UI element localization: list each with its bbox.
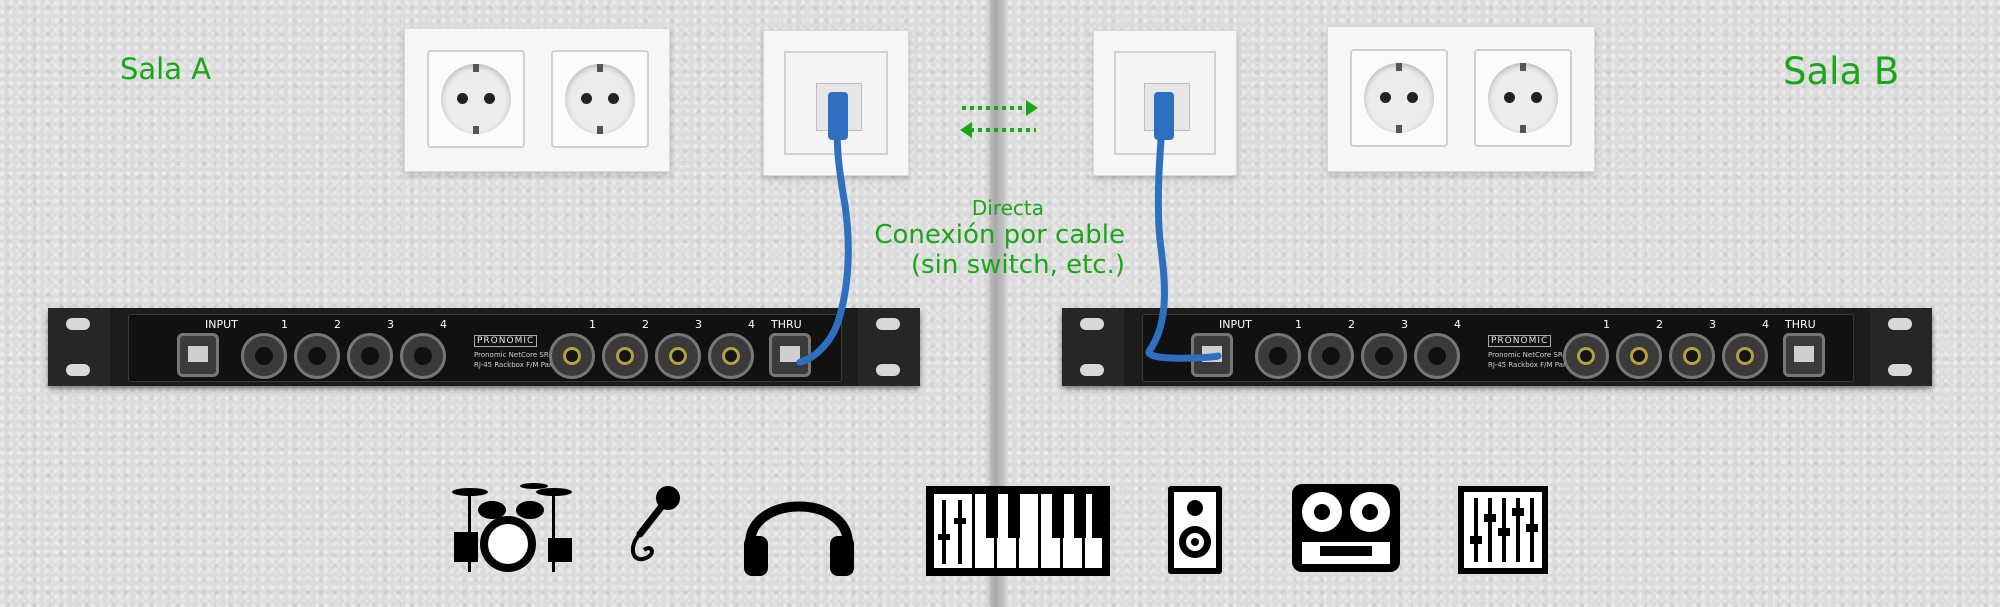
channel-number: 3 <box>695 318 702 331</box>
channel-number: 1 <box>1295 318 1302 331</box>
channel-number: 1 <box>281 318 288 331</box>
bidirectional-arrows-icon <box>960 100 1038 138</box>
xlr-female-4 <box>400 333 446 379</box>
mixer-icon <box>1458 486 1548 574</box>
xlr-female-2 <box>1308 333 1354 379</box>
model-line-1: Pronomic NetCore SR-2FM <box>474 351 566 359</box>
xlr-male-4 <box>708 333 754 379</box>
channel-number: 2 <box>1348 318 1355 331</box>
room-wall-divider <box>990 0 1004 607</box>
xlr-male-2 <box>1616 333 1662 379</box>
channel-number: 1 <box>589 318 596 331</box>
room-b-label: Sala B <box>1783 50 1900 93</box>
model-line-1: Pronomic NetCore SR-2FM <box>1488 351 1580 359</box>
brand-logo: PRONOMIC <box>1488 335 1552 347</box>
xlr-male-4 <box>1722 333 1768 379</box>
power-socket <box>1350 49 1448 147</box>
power-socket <box>427 50 525 148</box>
ethercon-thru-port <box>1783 333 1825 377</box>
xlr-male-1 <box>1563 333 1609 379</box>
channel-number: 4 <box>1762 318 1769 331</box>
microphone-icon <box>630 486 680 562</box>
xlr-male-2 <box>602 333 648 379</box>
xlr-female-2 <box>294 333 340 379</box>
xlr-male-1 <box>549 333 595 379</box>
channel-number: 3 <box>1709 318 1716 331</box>
drum-kit-icon <box>452 483 572 572</box>
channel-number: 4 <box>748 318 755 331</box>
keyboard-icon <box>926 486 1110 576</box>
channel-number: 1 <box>1603 318 1610 331</box>
input-label: INPUT <box>1219 318 1252 331</box>
power-socket <box>1474 49 1572 147</box>
xlr-female-1 <box>1255 333 1301 379</box>
brand-logo: PRONOMIC <box>474 335 538 347</box>
connection-annotation: Directa Conexión por cable (sin switch, … <box>840 196 1125 280</box>
xlr-male-3 <box>655 333 701 379</box>
network-wall-jack-a <box>763 30 909 176</box>
model-line-2: RJ-45 Rackbox F/M Parallel <box>474 361 567 369</box>
channel-number: 4 <box>440 318 447 331</box>
channel-number: 2 <box>334 318 341 331</box>
network-wall-jack-b <box>1093 30 1237 176</box>
channel-number: 3 <box>387 318 394 331</box>
annotation-no-switch: (sin switch, etc.) <box>910 250 1125 280</box>
ethercon-input-port <box>177 333 219 377</box>
headphones-icon <box>744 501 854 576</box>
annotation-cable: Conexión por cable <box>874 220 1125 250</box>
rackbox-device-b: INPUT 1 2 3 4 PRONOMIC Pronomic NetCore … <box>1062 308 1932 386</box>
room-a-label: Sala A <box>120 52 212 86</box>
annotation-direct: Directa <box>971 196 1044 220</box>
xlr-female-1 <box>241 333 287 379</box>
ethercon-input-port <box>1191 333 1233 377</box>
wall-socket-double-b <box>1327 26 1595 172</box>
rackbox-device-a: INPUT 1 2 3 4 PRONOMIC Pronomic NetCore … <box>48 308 920 386</box>
channel-number: 2 <box>642 318 649 331</box>
channel-number: 4 <box>1454 318 1461 331</box>
channel-number: 3 <box>1401 318 1408 331</box>
channel-number: 2 <box>1656 318 1663 331</box>
ethercon-thru-port <box>769 333 811 377</box>
model-line-2: RJ-45 Rackbox F/M Parallel <box>1488 361 1581 369</box>
input-label: INPUT <box>205 318 238 331</box>
xlr-female-3 <box>347 333 393 379</box>
thru-label: THRU <box>1785 318 1816 331</box>
xlr-male-3 <box>1669 333 1715 379</box>
thru-label: THRU <box>771 318 802 331</box>
xlr-female-3 <box>1361 333 1407 379</box>
speaker-icon <box>1168 486 1222 574</box>
wall-socket-double-a <box>404 28 670 172</box>
xlr-female-4 <box>1414 333 1460 379</box>
tape-recorder-icon <box>1292 484 1400 572</box>
power-socket <box>551 50 649 148</box>
